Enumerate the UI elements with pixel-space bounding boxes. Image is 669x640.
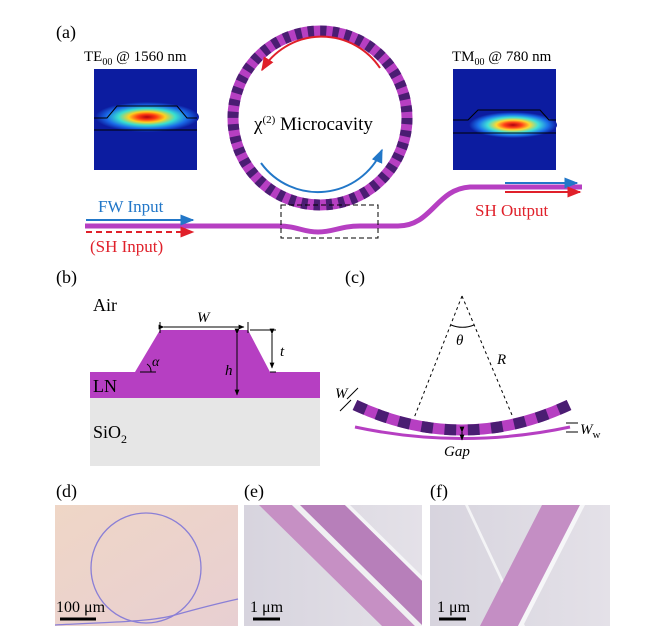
scalebar-f-label: 1 μm: [437, 599, 471, 616]
panel-d-label: (d): [56, 481, 77, 502]
ln-label: LN: [93, 376, 117, 396]
mode-tm-image: [453, 69, 557, 170]
theta-label: θ: [456, 333, 464, 349]
air-label: Air: [93, 295, 117, 315]
sio2-substrate: [90, 398, 320, 466]
ring-micrograph-d: [90, 512, 202, 624]
scalebar-d-label: 100 μm: [56, 599, 106, 616]
ring-microcavity: [227, 25, 413, 211]
panel-e-label: (e): [244, 481, 264, 502]
panel-f-label: (f): [430, 481, 448, 502]
sio2-label: SiO2: [93, 422, 127, 446]
alpha-arc: [146, 363, 152, 373]
fw-input-label: FW Input: [98, 197, 164, 216]
bus-waveguide: [85, 184, 582, 235]
w-c-label: W: [335, 386, 349, 402]
w-c-tick-top: [346, 387, 359, 400]
ring-segment: [352, 400, 572, 436]
w-label: W: [197, 310, 211, 326]
micrograph-e: [244, 505, 422, 626]
coupling-region-box: [280, 204, 379, 239]
chi2-microcavity-label: χ(2) Microcavity: [253, 114, 373, 135]
panel-a: (a) TE00 @ 1560 nm TM00 @ 780 nm χ(2) Mi…: [56, 22, 582, 256]
micrograph-f: [430, 505, 610, 626]
gap-label: Gap: [444, 444, 470, 460]
mode-te-caption: TE00 @ 1560 nm: [84, 49, 187, 68]
panel-f: (f) 1 μm: [430, 481, 610, 626]
panel-b-label: (b): [56, 267, 77, 288]
t-label: t: [280, 344, 285, 360]
ccw-red-arrow: [261, 35, 381, 72]
ln-waveguide: [90, 330, 320, 398]
panel-c-label: (c): [345, 267, 365, 288]
mode-tm-caption: TM00 @ 780 nm: [452, 49, 552, 68]
panel-d: (d) 100 μm: [54, 481, 239, 626]
radius-line-left: [413, 295, 463, 419]
panel-b: (b) Air LN SiO2 W h t α: [56, 267, 320, 466]
theta-arc: [450, 324, 475, 328]
h-label: h: [225, 363, 233, 379]
r-label: R: [496, 352, 506, 368]
cw-blue-arrow: [260, 148, 383, 194]
panel-a-label: (a): [56, 22, 76, 43]
alpha-label: α: [152, 355, 160, 370]
sh-output-label: SH Output: [475, 201, 548, 220]
panel-e: (e) 1 μm: [244, 481, 422, 626]
w-c-tick-bottom: [339, 399, 352, 412]
mode-te-image: [94, 69, 199, 170]
bus-micrograph-d: [54, 598, 239, 626]
scalebar-e-label: 1 μm: [250, 599, 284, 616]
sh-input-label: (SH Input): [90, 237, 163, 256]
panel-c: (c) θ R W Ww Gap: [335, 267, 601, 460]
ww-label: Ww: [580, 422, 601, 441]
